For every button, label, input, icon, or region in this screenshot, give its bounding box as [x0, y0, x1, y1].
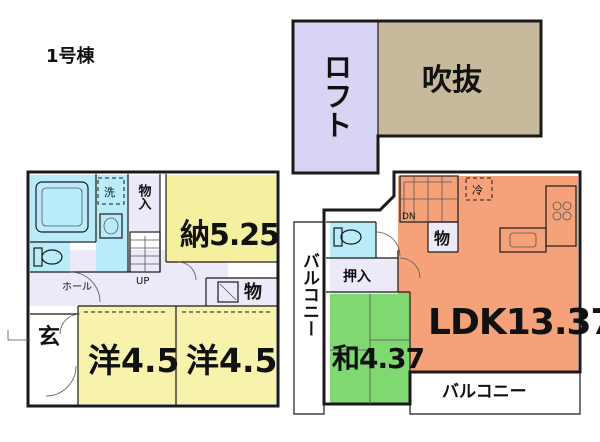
hall-label: ホール [62, 281, 92, 293]
kitchen-counter-icon [545, 185, 577, 247]
balcony-bottom [410, 372, 580, 414]
dn-label: DN [402, 212, 416, 222]
western-room-left [78, 306, 176, 404]
floor-2: DN 冷 バルコニー バルコニー 押入 物 和4.37 [293, 170, 600, 415]
fridge-icon: 冷 [465, 177, 493, 201]
closet-mono-2f [428, 222, 458, 252]
western-right-label: 洋4.5 [186, 341, 277, 380]
bathroom [30, 175, 96, 241]
floor-2-outline [322, 170, 582, 406]
rei-label: 冷 [472, 184, 483, 197]
door-swing [375, 231, 401, 257]
oshiire-label: 押入 [343, 268, 371, 285]
washbasin-icon [99, 213, 123, 239]
aircon-icon [217, 281, 239, 303]
ldk-label: LDK13.37 [428, 302, 600, 343]
monoire-label: 物入 [136, 183, 152, 210]
balcony-left-outline [293, 221, 325, 415]
washing-machine-icon: 洗 [97, 177, 125, 205]
fukinuke-label: 吹抜 [422, 63, 482, 98]
staircase-2f [399, 175, 459, 223]
nando-label: 納5.25 [180, 218, 279, 253]
toilet-icon [333, 227, 362, 247]
western-left-label: 洋4.5 [88, 341, 179, 380]
closet-mono-1f [206, 278, 276, 306]
up-label: UP [136, 276, 149, 287]
loft-floor: ロフト 吹抜 [291, 19, 543, 175]
storage-nando [166, 175, 276, 261]
balcony-left [294, 222, 324, 414]
sink-icon [499, 227, 547, 253]
fukinuke-area [378, 21, 541, 136]
toilet-2f [330, 222, 376, 258]
genkan-label: 玄 [38, 324, 60, 350]
washroom [96, 175, 128, 271]
sentaku-label: 洗 [104, 186, 115, 199]
floor-1: 洗 物入 納5.25 物 ホール UP 玄 洋4.5 洋4.5 [7, 170, 280, 408]
bathtub-icon [35, 181, 89, 233]
western-room-right [176, 306, 276, 404]
washitsu-label: 和4.37 [332, 342, 424, 375]
mono-label-2f: 物 [434, 229, 450, 248]
door-swing [59, 313, 81, 335]
toilet-icon [33, 247, 63, 267]
entrance-door-icon [7, 330, 30, 341]
loft-room [293, 21, 378, 173]
building-label: 1号棟 [46, 45, 96, 67]
door-swing [177, 261, 197, 281]
loft-label: ロフト [319, 52, 353, 139]
mono-label-1f: 物 [244, 281, 262, 303]
staircase-1f [129, 231, 161, 273]
door-swing [399, 257, 421, 279]
door-swing [69, 271, 101, 303]
floor-1-outline [26, 170, 280, 408]
oshiire-closet [330, 258, 386, 292]
door-swing [45, 365, 77, 397]
closet-monoire [128, 175, 160, 231]
balcony-bottom-label: バルコニー [442, 382, 527, 402]
entrance-genkan [30, 314, 76, 404]
balcony-left-label: バルコニー [299, 252, 320, 337]
